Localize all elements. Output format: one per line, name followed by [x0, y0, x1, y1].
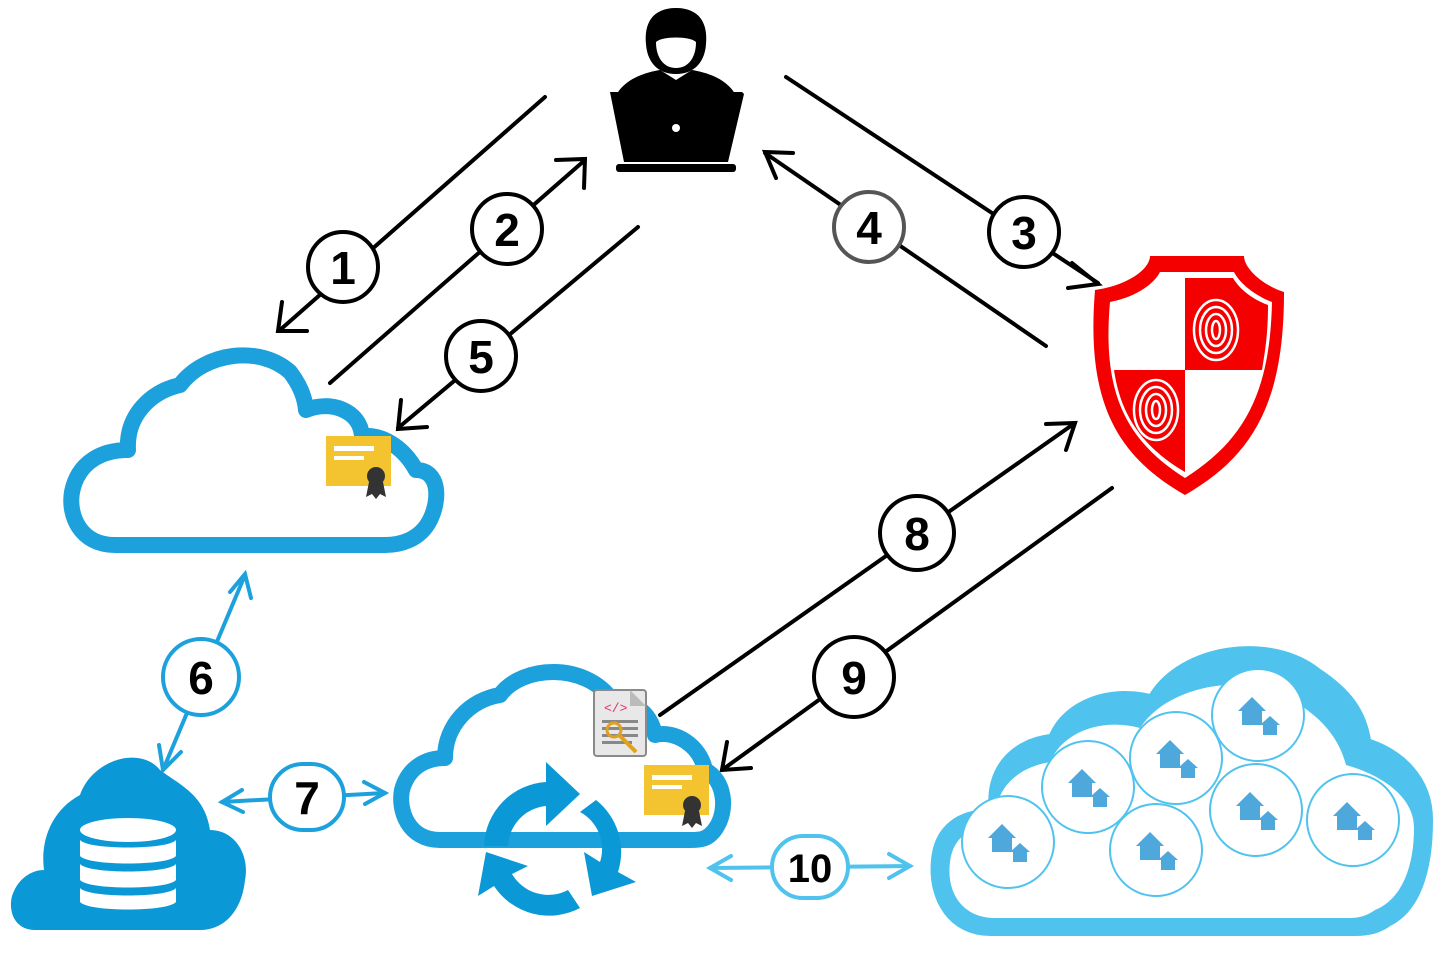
step-label: 8	[904, 508, 930, 560]
cloud-database-icon	[10, 757, 246, 930]
step-badge-3: 3	[987, 195, 1061, 269]
step-badge-7: 7	[268, 762, 346, 832]
step-badge-9: 9	[812, 635, 896, 719]
shield-fingerprint-icon	[1093, 256, 1284, 495]
cloud-certificate-icon	[63, 347, 445, 553]
step-label: 4	[856, 202, 882, 254]
step-badge-2: 2	[470, 192, 544, 266]
step-badge-10: 10	[770, 834, 850, 900]
arrow-step-4	[761, 149, 1048, 348]
step-label: 1	[330, 242, 356, 294]
cloud-sync-icon: </>	[393, 664, 731, 916]
arrow-step-8	[658, 420, 1078, 717]
arrow-step-5	[395, 225, 640, 432]
step-badge-4: 4	[832, 190, 906, 264]
step-label: 5	[468, 331, 494, 383]
step-label: 10	[788, 847, 833, 891]
cloud-homes-icon	[930, 646, 1434, 936]
step-badge-8: 8	[878, 494, 956, 572]
svg-text:</>: </>	[604, 701, 628, 716]
step-badge-6: 6	[161, 637, 241, 717]
user-laptop-icon	[610, 8, 744, 172]
arrow-step-2	[328, 156, 588, 385]
step-badge-1: 1	[306, 230, 380, 304]
code-document-icon: </>	[593, 689, 647, 757]
step-label: 7	[294, 772, 320, 824]
step-label: 3	[1011, 207, 1037, 259]
step-label: 2	[494, 204, 520, 256]
step-label: 9	[841, 652, 867, 704]
arrow-step-9	[719, 486, 1114, 773]
step-badge-5: 5	[444, 319, 518, 393]
step-label: 6	[188, 652, 214, 704]
